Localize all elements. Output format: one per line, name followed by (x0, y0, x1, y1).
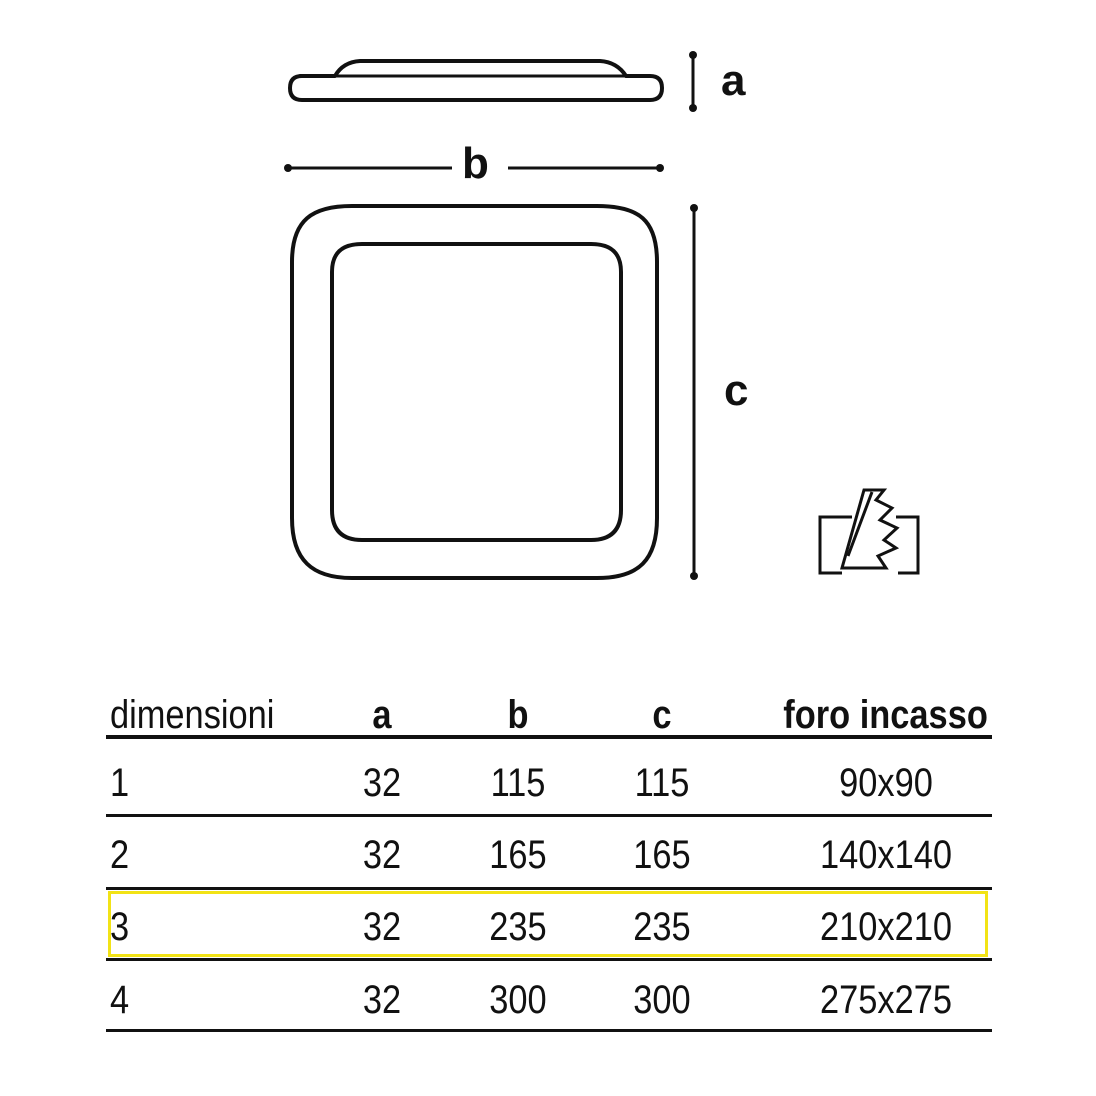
dimension-b-marker (284, 164, 664, 172)
table-row: 1 32 115 115 90x90 (106, 748, 992, 818)
row-rule (106, 887, 992, 890)
header-foro-incasso: foro incasso (783, 693, 988, 737)
header-dimensioni: dimensioni (110, 693, 275, 737)
top-view (290, 204, 659, 580)
header-rule (106, 735, 992, 739)
cell-dimensioni: 1 (110, 761, 130, 805)
dimension-a-marker (689, 51, 697, 112)
dimension-c-label: c (724, 366, 748, 415)
cell-dimensioni: 4 (110, 978, 130, 1022)
cell-dimensioni: 2 (110, 833, 130, 877)
table-row: 4 32 300 300 275x275 (106, 965, 992, 1035)
recessed-mount-icon (818, 488, 920, 575)
dimension-a-label: a (721, 56, 746, 105)
table-header-row: dimensioni a b c foro incasso (106, 680, 992, 750)
row-rule (106, 958, 992, 961)
highlighted-row-frame (108, 891, 988, 957)
table-row: 2 32 165 165 140x140 (106, 820, 992, 890)
product-dimension-drawing: a b c (284, 51, 920, 580)
dimension-c-marker (690, 204, 698, 580)
dimension-b-label: b (462, 139, 489, 188)
row-rule (106, 814, 992, 817)
row-rule (106, 1029, 992, 1032)
table-row: 3 32 235 235 210x210 (106, 892, 992, 962)
cell-dimensioni: 3 (110, 905, 130, 949)
side-profile (288, 59, 664, 102)
